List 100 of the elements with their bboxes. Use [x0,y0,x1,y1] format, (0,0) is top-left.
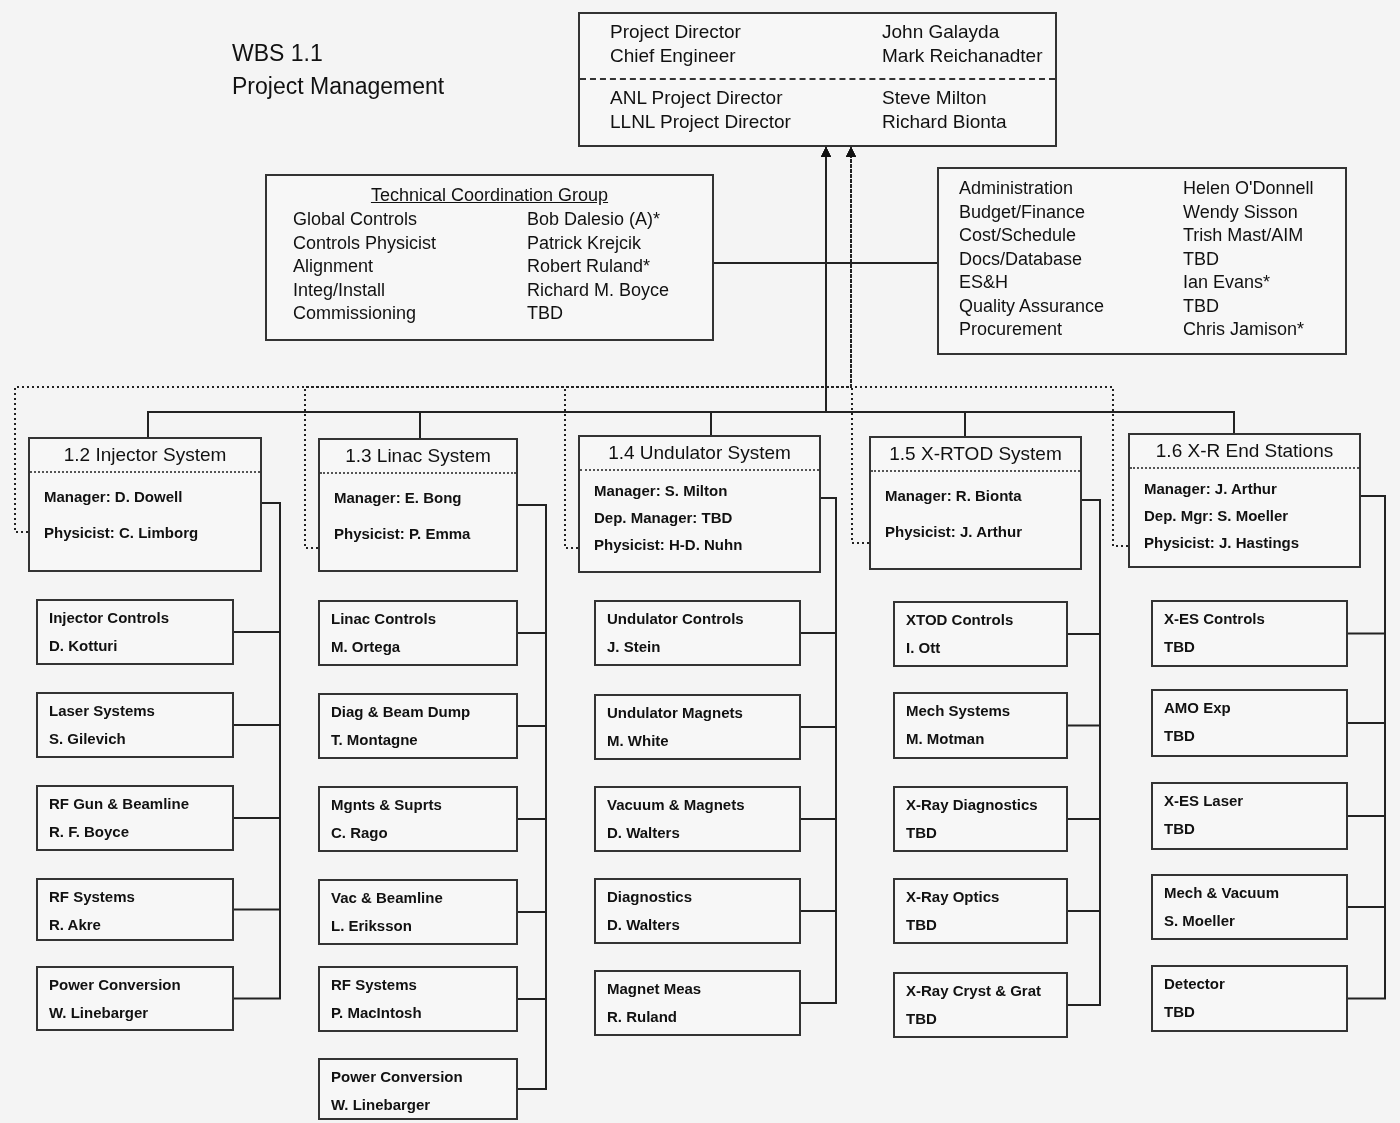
team-name: RF Systems [48,887,136,907]
dotted-connector [846,146,1129,547]
role-title: Integ/Install [293,278,387,302]
team-box [36,692,234,758]
person-name: TBD [1183,247,1220,271]
team-name: Mech Systems [905,701,1012,721]
system-heading: 1.4 Undulator System [580,437,819,471]
staff-line: Physicist: J. Hastings [1143,533,1301,553]
leadership-box [578,12,1057,147]
team-name: Laser Systems [48,701,156,721]
team-box [36,599,234,665]
person-name: P. MacIntosh [330,1003,423,1023]
team-name: Vac & Beamline [330,888,444,908]
person-name: Wendy Sisson [1183,200,1299,224]
system-heading: 1.3 Linac System [320,440,516,474]
team-name: XTOD Controls [905,610,1015,630]
team-box [318,600,518,666]
person-name: R. Ruland [606,1007,678,1027]
person-name: TBD [1163,637,1196,657]
team-box [36,785,234,851]
person-name: Helen O'Donnell [1183,177,1315,200]
staff-line: Physicist: H-D. Nuhn [593,535,744,555]
person-name: D. Walters [606,915,681,935]
person-name: R. F. Boyce [48,822,131,842]
person-name: Steve Milton [882,86,988,110]
team-box [893,692,1068,759]
staff-line: Manager: E. Bong [333,488,463,508]
connector-line [713,262,938,264]
person-name: TBD [905,1009,938,1029]
person-name: Chris Jamison* [1183,318,1306,341]
team-box [36,878,234,941]
person-name: T. Montagne [330,730,419,750]
team-name: RF Systems [330,975,418,995]
staff-line: Dep. Mgr: S. Moeller [1143,506,1290,526]
person-name: Mark Reichanadter [882,44,1044,68]
system-heading: 1.2 Injector System [30,439,260,473]
person-name: Patrick Krejcik [527,231,643,255]
person-name: TBD [905,915,938,935]
team-box [594,970,801,1036]
system-box [318,438,518,572]
team-box [893,786,1068,852]
team-box [594,694,801,760]
team-name: Diag & Beam Dump [330,702,472,722]
team-box [318,966,518,1032]
person-name: TBD [1163,1002,1196,1022]
staff-line: Manager: D. Dowell [43,487,184,507]
role-title: Procurement [959,318,1064,341]
connector-line [517,504,547,1090]
person-name: Trish Mast/AIM [1183,224,1305,247]
team-name: Power Conversion [48,975,182,995]
team-box [318,879,518,945]
group-heading: Technical Coordination Group [369,184,610,207]
role-title: Alignment [293,255,375,278]
team-name: Detector [1163,974,1226,994]
team-box [1151,782,1348,850]
person-name: Richard M. Boyce [527,278,671,302]
system-box [869,436,1082,570]
role-title: LLNL Project Director [610,110,792,134]
person-name: R. Akre [48,915,102,935]
person-name: TBD [1163,819,1196,839]
role-title: Controls Physicist [293,231,438,255]
team-name: Magnet Meas [606,979,703,999]
staff-line: Dep. Manager: TBD [593,508,734,528]
team-box [318,693,518,759]
person-name: C. Rago [330,823,389,843]
staff-line: Manager: S. Milton [593,481,729,501]
team-name: X-ES Controls [1163,609,1266,629]
system-box [1128,433,1361,568]
role-title: Budget/Finance [959,200,1087,224]
system-heading: 1.6 X-R End Stations [1130,435,1359,469]
person-name: TBD [527,302,564,325]
person-name: S. Gilevich [48,729,127,749]
person-name: D. Kotturi [48,636,119,656]
person-name: S. Moeller [1163,911,1236,931]
team-name: Undulator Magnets [606,703,744,723]
person-name: Bob Dalesio (A)* [527,208,662,231]
staff-line: Manager: R. Bionta [884,486,1023,506]
team-name: X-Ray Optics [905,887,1001,907]
team-name: Power Conversion [330,1067,464,1087]
person-name: M. Motman [905,729,986,749]
staff-line: Physicist: P. Emma [333,524,472,544]
person-name: TBD [905,823,938,843]
team-box [318,786,518,852]
administration-box [937,167,1347,355]
team-name: Undulator Controls [606,609,745,629]
staff-line: Physicist: C. Limborg [43,523,200,543]
connector-line [1347,495,1386,1000]
role-title: ES&H [959,271,1010,294]
team-name: X-Ray Cryst & Grat [905,981,1043,1001]
team-name: Mgnts & Suprts [330,795,443,815]
person-name: Robert Ruland* [527,255,652,278]
team-name: Vacuum & Magnets [606,795,746,815]
person-name: J. Stein [606,637,662,657]
role-title: Global Controls [293,208,419,231]
system-heading: 1.5 X-RTOD System [871,438,1080,472]
role-title: Commissioning [293,302,418,325]
team-box [893,878,1068,944]
role-title: Quality Assurance [959,294,1106,318]
team-box [36,966,234,1031]
team-name: RF Gun & Beamline [48,794,191,814]
